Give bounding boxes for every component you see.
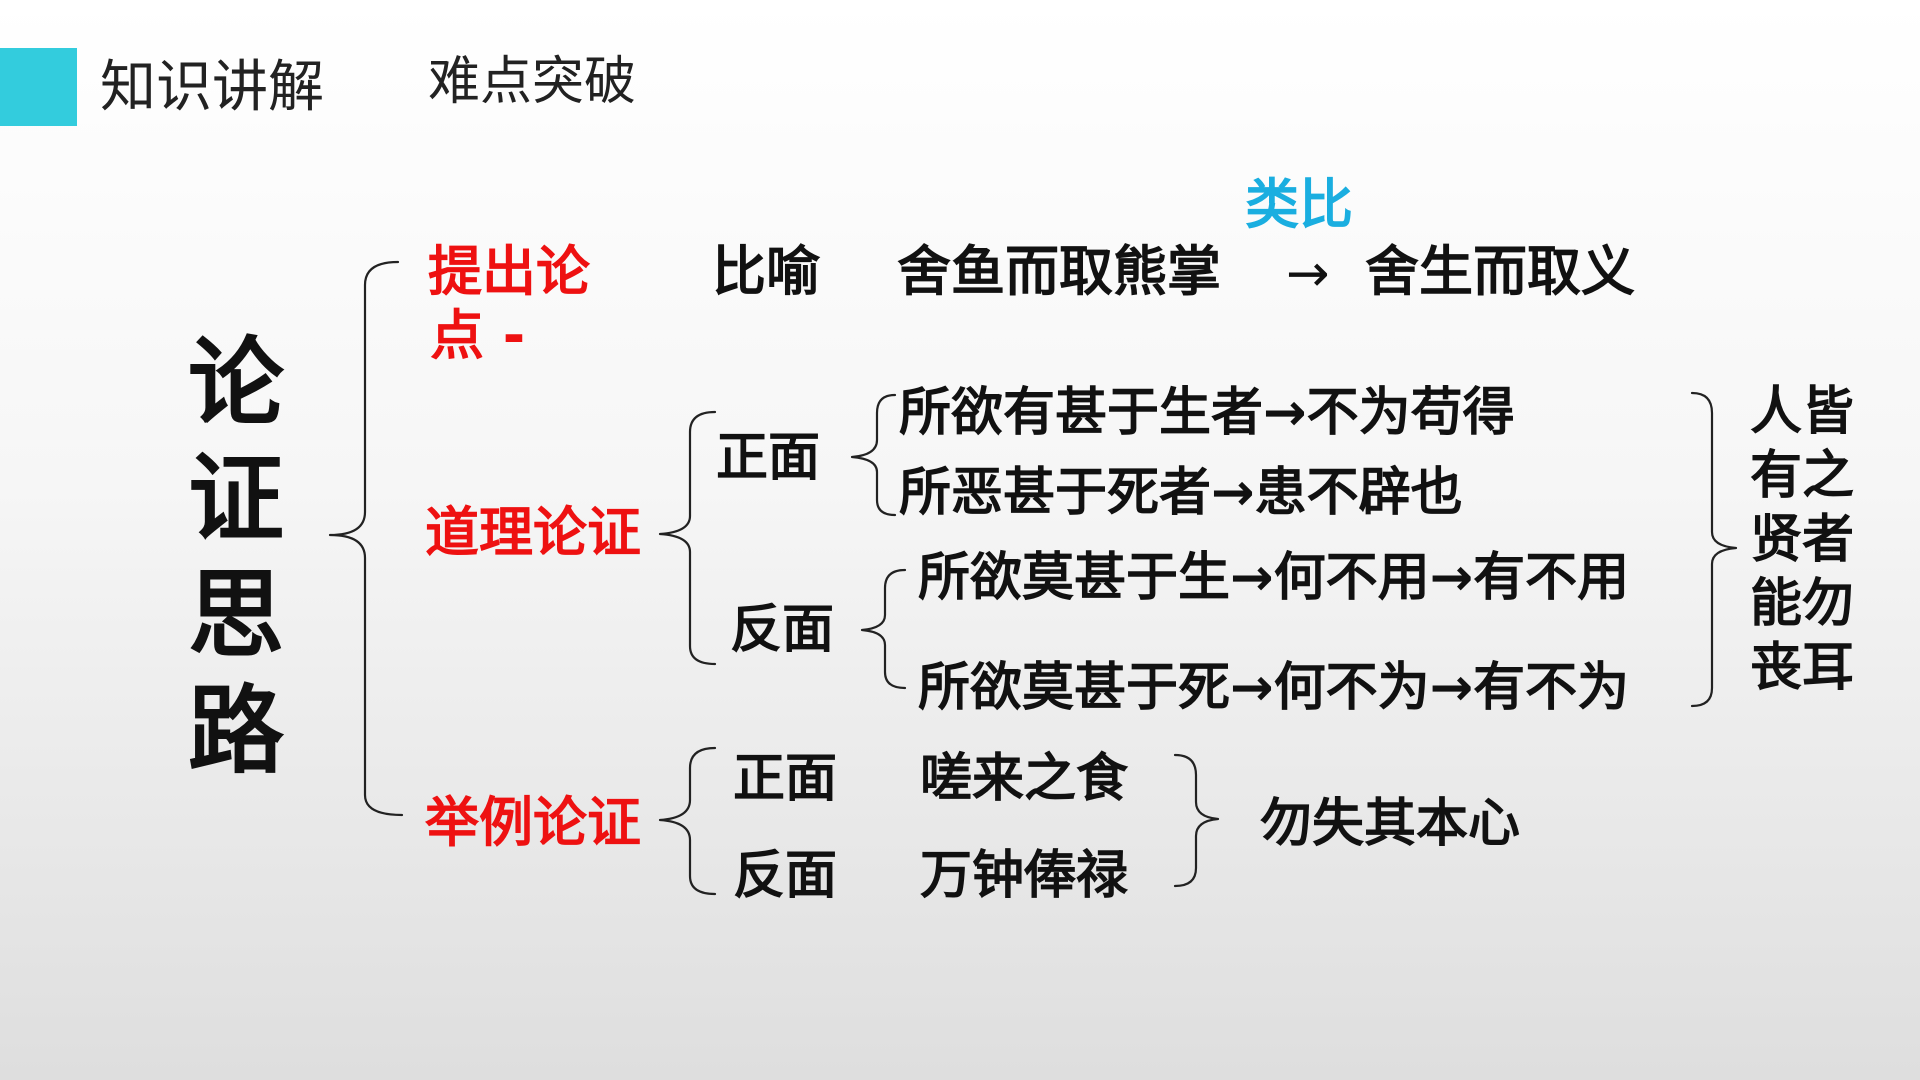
reasoning-negative-label: 反面: [730, 600, 835, 660]
reasoning-conclusion-bracket: [1690, 391, 1738, 708]
example-conclusion: 勿失其本心: [1260, 794, 1521, 854]
root-label: 论 证 思 路: [188, 325, 288, 789]
reasoning-negative-line: 所欲莫甚于生→何不用→有不用: [918, 548, 1630, 608]
reasoning-conclusion: 人皆 有之 贤者 能勿 丧耳: [1750, 380, 1870, 700]
example-conclusion-bracket: [1173, 753, 1220, 888]
example-bracket: [658, 746, 717, 896]
reasoning-bracket: [658, 410, 717, 666]
reasoning-positive-bracket: [850, 393, 897, 517]
metaphor-source: 舍鱼而取熊掌: [897, 240, 1221, 303]
root-char: 论: [188, 327, 284, 439]
example-positive-label: 正面: [733, 749, 838, 809]
arrow-icon: →: [1286, 244, 1330, 304]
branch-thesis-label-line1: 提出论: [428, 240, 590, 303]
root-char: 思: [188, 559, 284, 671]
root-bracket: [328, 260, 404, 817]
conclusion-line: 贤者: [1750, 510, 1855, 570]
branch-reasoning-label: 道理论证: [425, 501, 641, 564]
analogy-tag: 类比: [1245, 173, 1353, 236]
conclusion-line: 有之: [1750, 446, 1855, 506]
root-char: 证: [188, 443, 284, 555]
reasoning-negative-line: 所欲莫甚于死→何不为→有不为: [918, 658, 1630, 718]
branch-thesis-label-line2: 点 -: [430, 304, 526, 367]
method-metaphor: 比喻: [712, 240, 820, 303]
topic-title: 难点突破: [428, 52, 637, 112]
conclusion-line: 能勿: [1750, 574, 1855, 634]
metaphor-target: 舍生而取义: [1365, 240, 1635, 303]
reasoning-positive-label: 正面: [716, 428, 821, 488]
root-char: 路: [188, 675, 284, 787]
example-negative-item: 万钟俸禄: [920, 846, 1129, 906]
example-negative-label: 反面: [733, 846, 838, 906]
reasoning-positive-line: 所欲有甚于生者→不为苟得: [899, 383, 1515, 443]
conclusion-line: 丧耳: [1750, 638, 1855, 698]
reasoning-positive-line: 所恶甚于死者→患不辟也: [899, 463, 1463, 523]
branch-example-label: 举例论证: [425, 791, 641, 854]
example-positive-item: 嗟来之食: [920, 749, 1129, 809]
reasoning-negative-bracket: [860, 568, 907, 690]
conclusion-line: 人皆: [1750, 382, 1855, 442]
section-title: 知识讲解: [100, 55, 324, 120]
header-accent-block: [0, 48, 77, 126]
